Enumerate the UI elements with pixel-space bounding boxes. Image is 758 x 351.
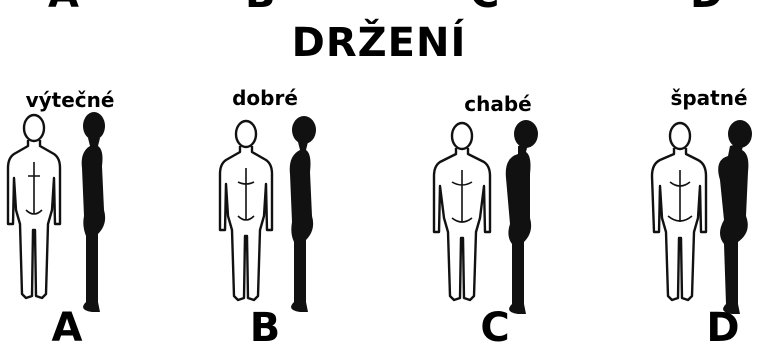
posture-figures <box>0 106 170 336</box>
posture-letter: A <box>0 308 152 348</box>
posture-letter: D <box>638 308 758 348</box>
posture-letter: B <box>180 308 350 348</box>
back-view-figure <box>652 123 706 300</box>
back-view-figure <box>434 123 490 300</box>
back-view-figure <box>220 121 272 300</box>
posture-panel-a: výtečné A <box>0 86 170 340</box>
side-view-silhouette <box>290 116 316 312</box>
cropped-letter-a: A <box>48 0 79 14</box>
posture-letter: C <box>410 308 580 348</box>
posture-caption: dobré <box>180 86 350 110</box>
posture-panel-d: špatné D <box>618 86 758 340</box>
side-view-silhouette <box>718 120 752 314</box>
posture-caption: chabé <box>413 92 583 116</box>
posture-panel-b: dobré B <box>200 86 370 340</box>
cropped-letter-c: C <box>470 0 499 14</box>
posture-panel-c: chabé C <box>418 86 588 340</box>
side-view-silhouette <box>82 112 105 312</box>
posture-caption: špatné <box>624 86 758 110</box>
cropped-top-row: A B C D <box>0 0 758 4</box>
side-view-silhouette <box>506 120 538 314</box>
cropped-letter-d: D <box>690 0 723 14</box>
cropped-letter-b: B <box>245 0 276 14</box>
back-view-figure <box>8 115 60 298</box>
diagram-title: DRŽENÍ <box>0 20 758 66</box>
